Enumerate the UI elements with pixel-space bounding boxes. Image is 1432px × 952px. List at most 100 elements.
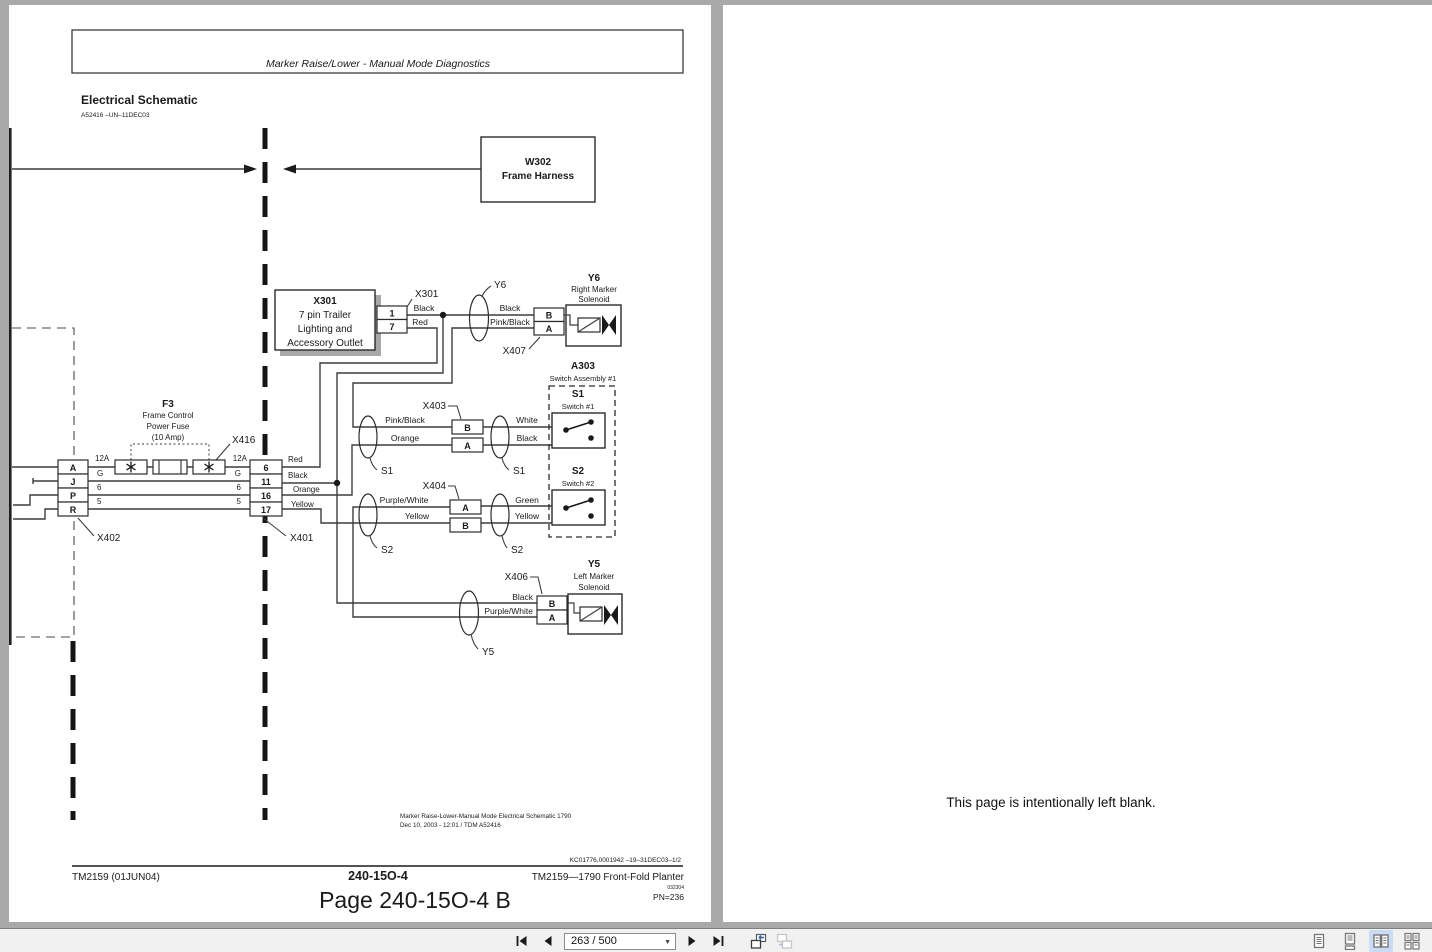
section-title: Electrical Schematic <box>81 93 198 107</box>
continuous-view-icon <box>1344 932 1356 950</box>
y5-valve-left <box>604 605 611 625</box>
a303-id: A303 <box>571 361 595 372</box>
s2-lower-contact <box>588 513 594 519</box>
two-page-continuous-view-button[interactable] <box>1400 930 1424 952</box>
w302-name: Frame Harness <box>502 171 575 182</box>
s1-left-oval-leader <box>369 457 378 471</box>
w302-box <box>480 136 596 203</box>
x401-pin17: 17 <box>261 505 271 515</box>
x301-line3: Accessory Outlet <box>287 338 363 349</box>
x401-wire-red-label: Red <box>288 455 303 464</box>
stub-p <box>13 494 58 506</box>
page-number-combobox[interactable]: 263 / 500 ▼ <box>564 932 676 950</box>
y6-name1: Right Marker <box>571 285 617 294</box>
x402-leader <box>77 517 95 537</box>
x401-pin6: 6 <box>263 463 268 473</box>
x401-pin16: 16 <box>261 491 271 501</box>
footer-manual-title: TM2159—1790 Front-Fold Planter <box>532 872 685 883</box>
x406-pinB: B <box>549 599 556 609</box>
electrical-schematic: Marker Raise/Lower - Manual Mode Diagnos… <box>9 29 685 913</box>
previous-view-button[interactable] <box>748 932 768 950</box>
a303-dashed-box <box>548 385 616 538</box>
y5-wireA-label: Purple/White <box>484 606 533 616</box>
y5-name2: Solenoid <box>578 583 609 592</box>
x404-callout: X404 <box>423 481 447 492</box>
next-page-icon <box>688 936 696 946</box>
x404-pinB-box <box>449 517 482 533</box>
f3-name1: Frame Control <box>142 411 193 420</box>
f3-name2: Power Fuse <box>147 422 190 431</box>
x404-leader <box>448 485 460 500</box>
x301-wire7-label: Red <box>412 317 428 327</box>
previous-page-button[interactable] <box>538 932 558 950</box>
s1-right-oval-leader <box>501 457 510 471</box>
y6-solenoid-stub <box>564 314 578 326</box>
two-page-view-button[interactable] <box>1369 930 1393 952</box>
status-bar: 263 / 500 ▼ <box>0 928 1432 952</box>
x402-pinR: R <box>70 505 77 515</box>
two-page-continuous-icon <box>1404 932 1420 950</box>
y6-pinA: A <box>546 324 553 334</box>
footer-section-page: 240-15O-4 <box>348 869 408 883</box>
x404-pinA-box <box>449 499 482 515</box>
y5-oval-label: Y5 <box>482 647 495 658</box>
x401-pin17-box <box>249 501 283 517</box>
x402-pinA: A <box>70 463 77 473</box>
next-view-button[interactable] <box>774 932 794 950</box>
diagnostics-title-box <box>71 29 684 74</box>
y5-connector-oval <box>458 590 480 636</box>
s1-blade <box>565 421 592 431</box>
s2-right-oval-label: S2 <box>511 545 524 556</box>
stub-r <box>13 508 58 520</box>
y6-wireB-label: Black <box>500 303 522 313</box>
x401-wire-in-5: 5 <box>237 497 242 506</box>
x401-pin11: 11 <box>261 477 271 487</box>
asterisk-symbol <box>204 461 214 473</box>
y5-name1: Left Marker <box>574 572 615 581</box>
continuous-view-button[interactable] <box>1338 930 1362 952</box>
y6-id: Y6 <box>588 273 601 284</box>
s2-left-oval-leader <box>369 535 378 549</box>
y6-pinA-box <box>533 320 565 336</box>
x301-pin1: 1 <box>389 309 394 319</box>
wire-black-lower <box>282 482 537 604</box>
y6-coil-slash <box>577 317 601 333</box>
x401-wire-in-6: 6 <box>237 483 242 492</box>
x402-wire-6: 6 <box>97 483 102 492</box>
next-page-button[interactable] <box>682 932 702 950</box>
x406-pinA-box <box>536 609 568 625</box>
s1-left-oval-label: S1 <box>381 466 394 477</box>
wire-orange <box>282 444 452 496</box>
s2-oval-right <box>490 493 510 537</box>
wire-purple-white <box>352 506 537 618</box>
chevron-down-icon: ▼ <box>664 938 671 946</box>
x401-wire-in-12a: 12A <box>233 454 248 463</box>
x301-pin7: 7 <box>389 322 394 332</box>
x406-pinA: A <box>549 613 556 623</box>
x402-wire-g: G <box>97 469 103 478</box>
wire-black-riser <box>336 315 444 483</box>
last-page-button[interactable] <box>708 932 728 950</box>
stub-j <box>32 478 58 484</box>
s2-wire-right-b-label: Yellow <box>515 511 540 521</box>
single-page-view-button[interactable] <box>1307 930 1331 952</box>
schematic-caption-line1: Marker Raise-Lower-Manual Mode Electrica… <box>400 813 572 820</box>
junction-dot <box>439 311 447 319</box>
x403-leader <box>448 405 462 420</box>
wire-red <box>282 327 438 468</box>
s1-wire-right-b-label: White <box>516 415 538 425</box>
y6-wireA-label: Pink/Black <box>490 317 530 327</box>
x403-pinB-box <box>451 419 484 435</box>
y6-pinB: B <box>546 311 553 321</box>
footer-print-code: 032304 <box>667 885 684 891</box>
y5-wireB-label: Black <box>512 592 534 602</box>
first-page-button[interactable] <box>512 932 532 950</box>
s1-wire-left-b-label: Pink/Black <box>385 415 425 425</box>
figure-ref: A52416 –UN–11DEC03 <box>81 112 150 119</box>
f3-id: F3 <box>162 399 174 410</box>
s1-oval-right <box>490 415 510 459</box>
x401-leader <box>262 517 287 537</box>
w302-id: W302 <box>525 157 552 168</box>
s2-wire-left-a-label: Purple/White <box>380 495 429 505</box>
